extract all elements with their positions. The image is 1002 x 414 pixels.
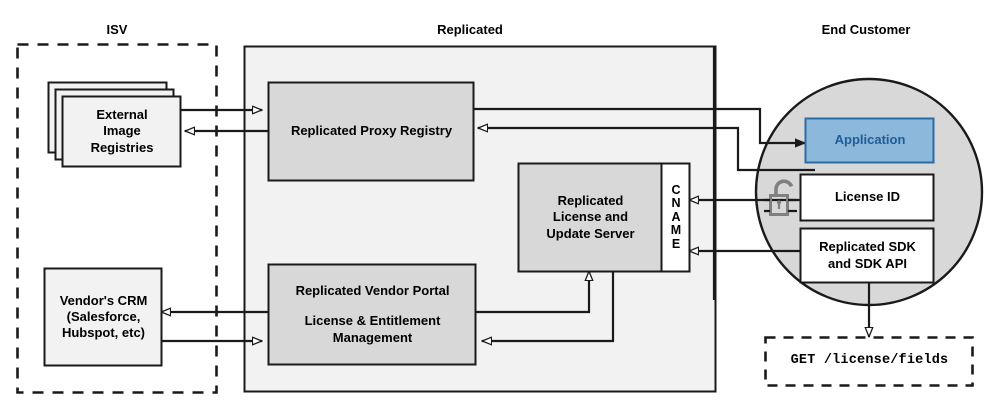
group-title-isv: ISV [106,22,128,37]
vendors-crm-box [43,267,163,367]
group-title-replicated: Replicated [437,22,503,37]
cname-letter-n: N [671,196,681,211]
vendor-portal-box [267,263,477,366]
license-update-server-box [517,162,663,273]
replicated-sdk-box [799,227,935,284]
cname-letter-c: C [671,182,681,197]
cname-letter-m: M [670,223,682,238]
connector-portal-to-license-server [476,271,589,314]
connector-license-server-to-portal [482,271,615,341]
isv-boundary [16,43,218,394]
api-request-box [764,336,974,387]
external-registries-box [61,95,182,168]
license-id-box [799,173,935,222]
group-title-end-customer: End Customer [821,22,911,37]
cname-box [660,162,691,273]
connector-proxy-to-application [473,107,805,143]
unlock-icon [764,179,797,216]
connector-customer-to-proxy [478,128,815,172]
cname-label: C N A M E [662,164,690,271]
cname-letter-a: A [671,209,681,224]
proxy-registry-box [267,81,475,182]
cname-letter-e: E [671,236,681,251]
application-box [804,117,935,164]
